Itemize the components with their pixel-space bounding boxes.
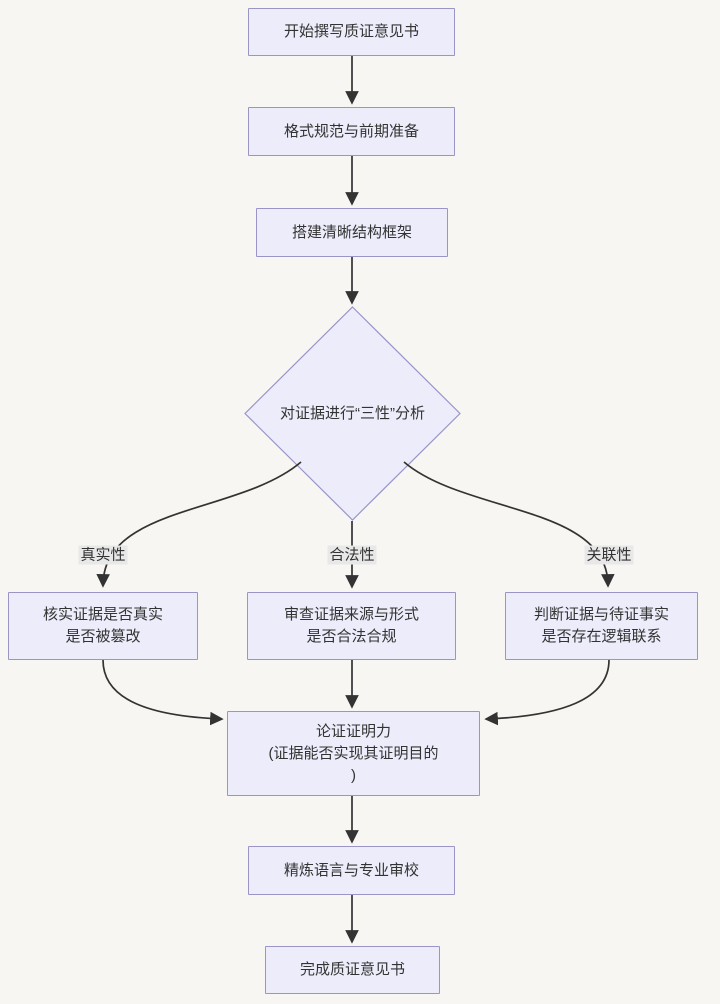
node-refine-language-label: 精炼语言与专业审校	[283, 861, 419, 879]
node-format-prep: 格式规范与前期准备	[248, 107, 455, 156]
node-three-properties-analysis: 对证据进行“三性”分析	[252, 393, 453, 434]
node-complete-label: 完成质证意见书	[299, 961, 405, 978]
node-start-label: 开始撰写质证意见书	[283, 23, 419, 40]
node-authenticity-check-line2: 是否被篡改	[65, 628, 141, 645]
edge-label-legality: 合法性	[327, 545, 377, 565]
edge-analysis-relevance	[403, 461, 615, 588]
edge-label-relevance: 关联性	[584, 545, 634, 565]
node-refine-language: 精炼语言与专业审校	[248, 846, 455, 895]
node-authenticity-check: 核实证据是否真实 是否被篡改	[8, 592, 198, 660]
node-legality-check: 审查证据来源与形式 是否合法合规	[247, 592, 456, 660]
edge-analysis-authenticity	[96, 461, 302, 588]
node-probative-force-line2: (证据能否实现其证明目的	[268, 744, 439, 762]
analysis-diamond-shape	[244, 306, 461, 521]
edge-authenticity-probative	[102, 659, 224, 726]
node-legality-check-line1: 审查证据来源与形式	[283, 606, 419, 623]
node-structure-framework: 搭建清晰结构框架	[256, 208, 448, 257]
node-probative-force: 论证证明力 (证据能否实现其证明目的 )	[227, 711, 480, 796]
node-legality-check-line2: 是否合法合规	[306, 628, 397, 645]
node-three-properties-analysis-label: 对证据进行“三性”分析	[280, 404, 425, 422]
node-authenticity-check-line1: 核实证据是否真实	[42, 606, 163, 623]
node-probative-force-line3: )	[351, 766, 356, 784]
edge-relevance-probative	[484, 659, 610, 726]
node-relevance-check-line1: 判断证据与待证事实	[533, 606, 669, 623]
node-complete: 完成质证意见书	[265, 946, 440, 994]
node-start: 开始撰写质证意见书	[248, 8, 455, 56]
node-structure-framework-label: 搭建清晰结构框架	[291, 223, 412, 241]
node-format-prep-label: 格式规范与前期准备	[283, 122, 419, 140]
edge-label-authenticity: 真实性	[78, 545, 128, 565]
node-relevance-check-line2: 是否存在逻辑联系	[541, 628, 662, 645]
node-relevance-check: 判断证据与待证事实 是否存在逻辑联系	[505, 592, 698, 660]
node-probative-force-line1: 论证证明力	[315, 722, 391, 740]
